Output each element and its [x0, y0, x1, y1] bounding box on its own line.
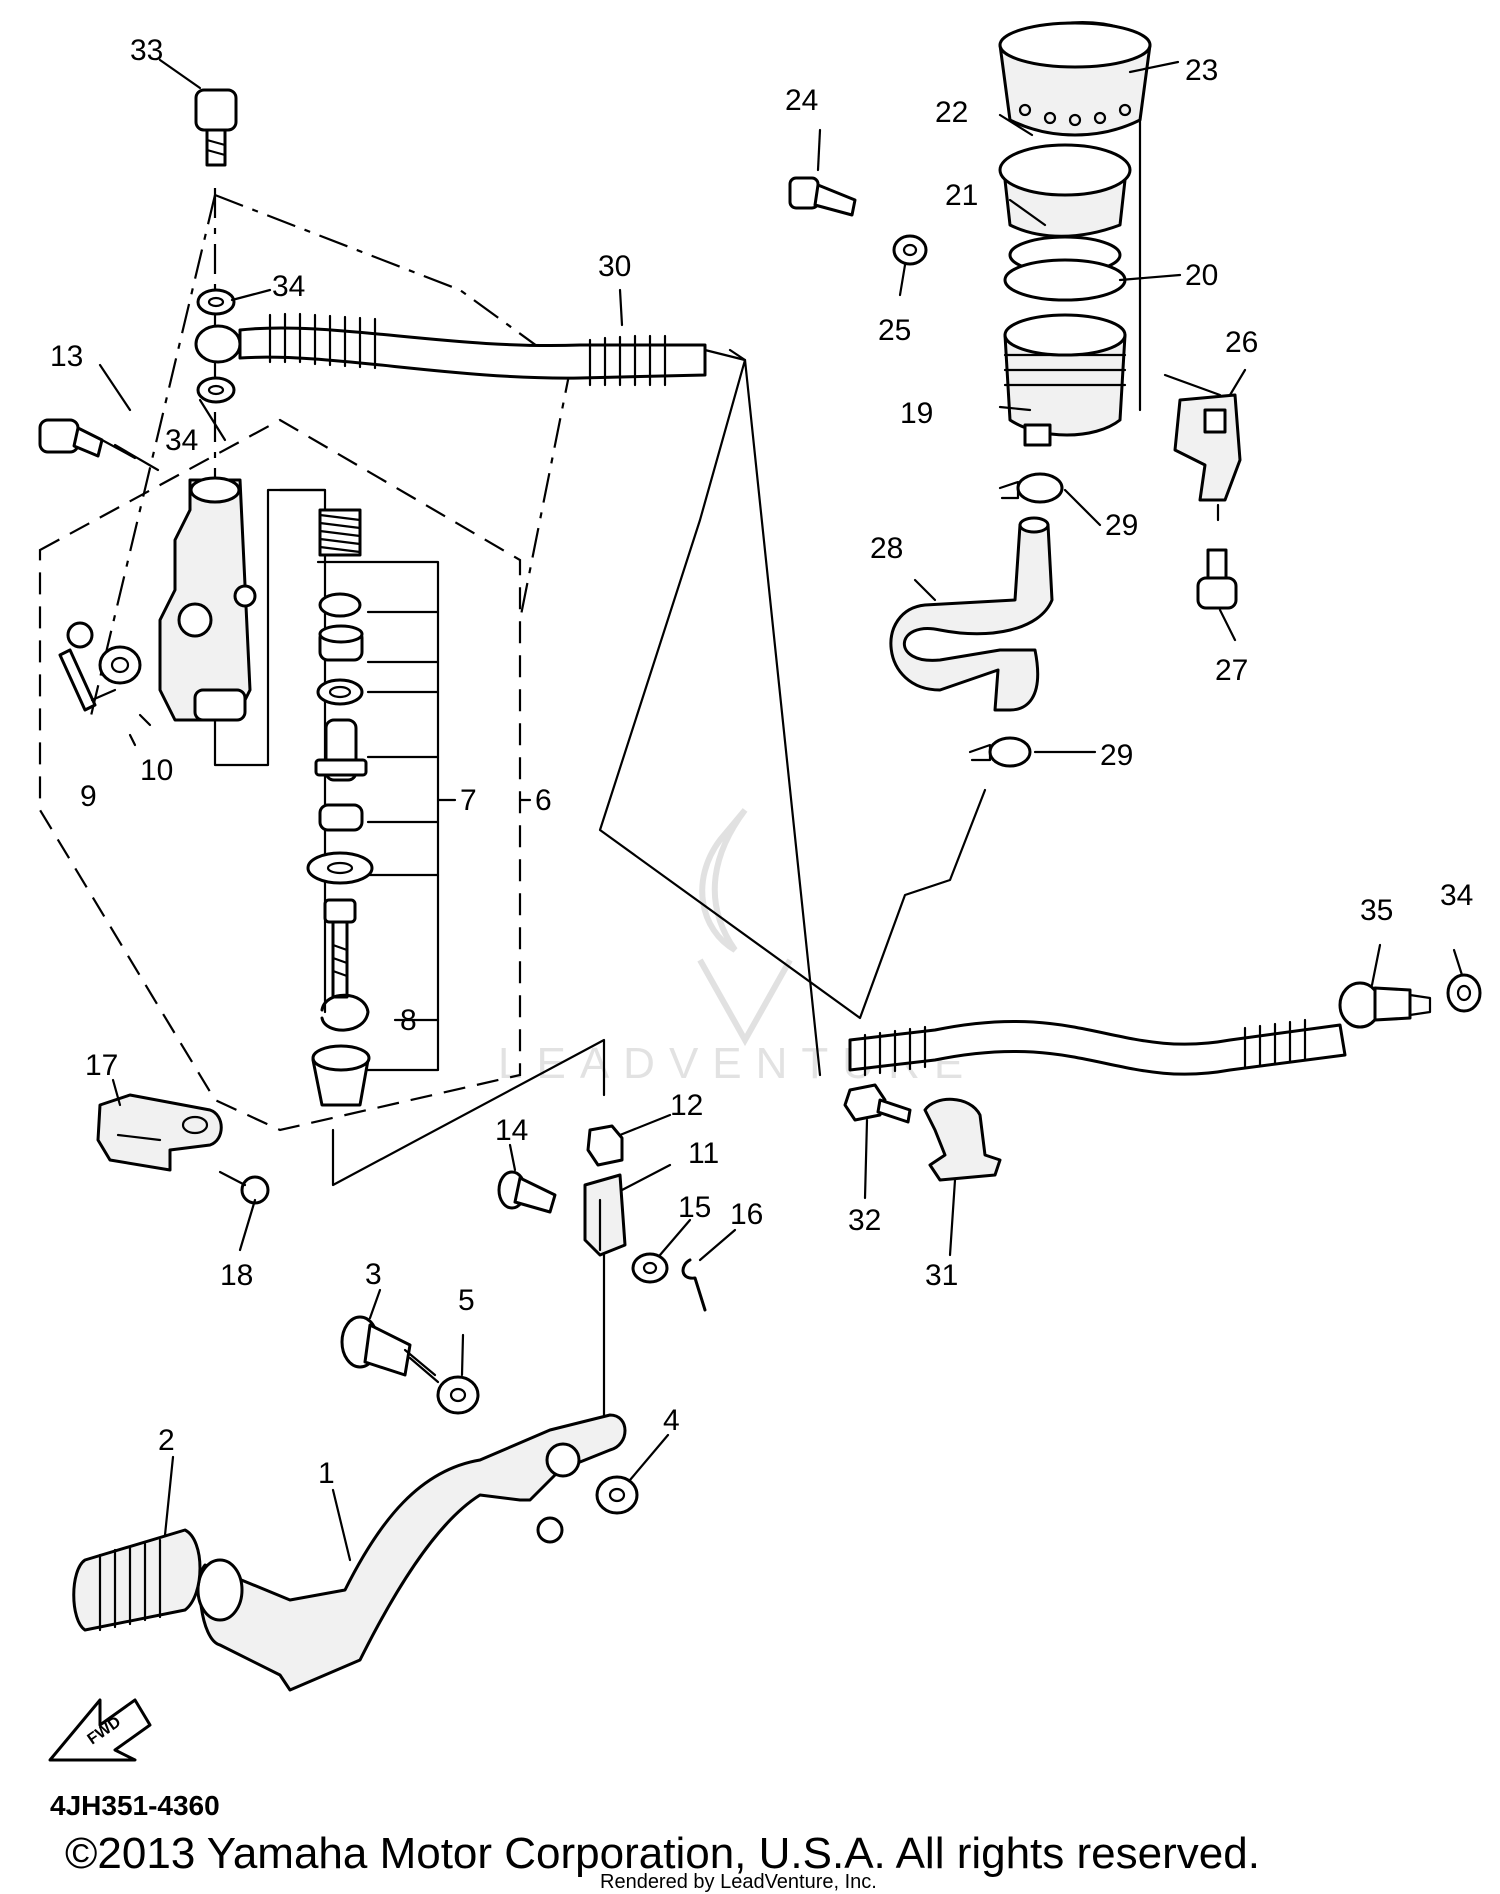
- hose-30: [194, 312, 707, 387]
- callout-29-upper: 29: [1105, 509, 1138, 542]
- pedal-rubber-2: [72, 1528, 202, 1632]
- washer-4: [595, 1475, 639, 1515]
- hose-clamp-29-upper: [998, 472, 1064, 504]
- callout-12: 12: [670, 1089, 703, 1122]
- cup-7: [318, 624, 364, 662]
- boot-lower: [311, 1044, 371, 1107]
- callout-27: 27: [1215, 654, 1248, 687]
- callout-9: 9: [80, 780, 97, 813]
- hose-clamp-29-lower: [968, 736, 1032, 768]
- callout-34-right: 34: [1440, 879, 1473, 912]
- callout-8: 8: [400, 1004, 417, 1037]
- washer-15: [631, 1252, 669, 1284]
- callout-34-top: 34: [272, 270, 305, 303]
- callout-7: 7: [460, 784, 477, 817]
- callout-23: 23: [1185, 54, 1218, 87]
- callout-13: 13: [50, 340, 83, 373]
- callout-14: 14: [495, 1114, 528, 1147]
- callout-26: 26: [1225, 326, 1258, 359]
- bolt-18: [218, 1170, 270, 1205]
- callout-31: 31: [925, 1259, 958, 1292]
- spring-seat-7: [318, 592, 362, 618]
- washer-5: [436, 1375, 480, 1415]
- bleed-screw-10: [98, 645, 142, 685]
- callout-17: 17: [85, 1049, 118, 1082]
- master-cylinder-body: [158, 476, 257, 722]
- washer-34-right: [1446, 973, 1482, 1013]
- brake-hose-right: [848, 1018, 1347, 1077]
- callout-24: 24: [785, 84, 818, 117]
- clevis-11: [583, 1173, 627, 1257]
- circlip-8: [320, 993, 370, 1032]
- callout-21: 21: [945, 179, 978, 212]
- part-code: 4JH351-4360: [50, 1790, 220, 1821]
- callout-16: 16: [730, 1198, 763, 1231]
- push-rod-7: [323, 898, 357, 999]
- fwd-arrow: FWD: [48, 1698, 152, 1762]
- callout-15: 15: [678, 1191, 711, 1224]
- copyright-notice: ©2013 Yamaha Motor Corporation, U.S.A. A…: [65, 1829, 1260, 1878]
- callout-6: 6: [535, 784, 552, 817]
- callout-5: 5: [458, 1284, 475, 1317]
- callout-29-lower: 29: [1100, 739, 1133, 772]
- pivot-bolt-3: [340, 1315, 440, 1384]
- diaphragm-20: [1003, 258, 1127, 302]
- piston-7: [314, 718, 368, 782]
- cotter-pin-16: [681, 1258, 707, 1312]
- reservoir-hose-28: [889, 516, 1054, 712]
- callout-3: 3: [365, 1258, 382, 1291]
- washer-25: [892, 234, 928, 266]
- spring-7: [318, 508, 362, 557]
- callout-4: 4: [663, 1404, 680, 1437]
- bleed-cap-9: [58, 621, 117, 712]
- callout-34-lower: 34: [165, 424, 198, 457]
- union-bolt-35: [1338, 981, 1432, 1029]
- callout-10: 10: [140, 754, 173, 787]
- pin-14: [497, 1170, 557, 1214]
- washer-34-top: [196, 288, 236, 316]
- bolt-24: [788, 176, 857, 217]
- callout-11: 11: [688, 1137, 719, 1170]
- callout-32: 32: [848, 1204, 881, 1237]
- nut-12: [586, 1124, 624, 1167]
- callout-22: 22: [935, 96, 968, 129]
- bolt-13: [38, 418, 137, 460]
- cup-lower-7: [318, 803, 364, 832]
- bolt-27: [1196, 548, 1238, 610]
- reservoir-19: [1003, 313, 1127, 447]
- bracket-17: [96, 1093, 223, 1172]
- bolt-33: [194, 88, 238, 167]
- callouts: 1 2 3 4 5 6 7 8 9 10 11 12 13 14 15 16 1…: [50, 34, 1473, 1562]
- reservoir-cap-22: [998, 143, 1132, 238]
- washer-34-lower: [196, 376, 236, 404]
- brake-pedal-1: [196, 1413, 627, 1692]
- callout-33: 33: [130, 34, 163, 67]
- callout-35: 35: [1360, 894, 1393, 927]
- callout-19: 19: [900, 397, 933, 430]
- callout-28: 28: [870, 532, 903, 565]
- callout-1: 1: [318, 1457, 335, 1490]
- bolt-32: [843, 1083, 912, 1124]
- washer-7: [316, 678, 364, 706]
- callout-18: 18: [220, 1259, 253, 1292]
- boot-7: [306, 851, 374, 885]
- callout-25: 25: [878, 314, 911, 347]
- hose-clamp-31: [923, 1097, 1002, 1182]
- bracket-26: [1173, 393, 1242, 502]
- rendered-by-notice: Rendered by LeadVenture, Inc.: [600, 1871, 877, 1893]
- callout-30: 30: [598, 250, 631, 283]
- reservoir-cover-23: [998, 21, 1152, 137]
- callout-20: 20: [1185, 259, 1218, 292]
- callout-2: 2: [158, 1424, 175, 1457]
